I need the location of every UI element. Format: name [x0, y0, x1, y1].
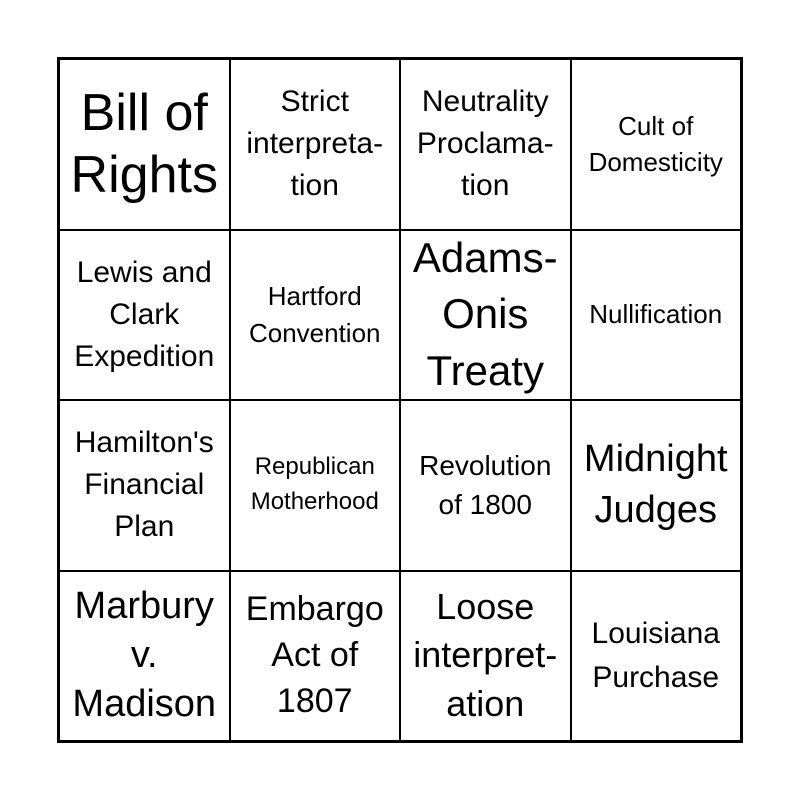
- bingo-cell[interactable]: Hamilton's Financial Plan: [59, 400, 230, 571]
- bingo-cell[interactable]: Nullification: [570, 229, 741, 400]
- bingo-cell[interactable]: Hartford Convention: [229, 229, 400, 400]
- bingo-cell[interactable]: Bill of Rights: [59, 59, 230, 230]
- bingo-cell[interactable]: Revolution of 1800: [400, 400, 571, 571]
- bingo-cell[interactable]: Lewis and Clark Expedition: [59, 229, 230, 400]
- bingo-cell[interactable]: Midnight Judges: [570, 400, 741, 571]
- bingo-cell[interactable]: Marbury v. Madison: [59, 570, 230, 741]
- bingo-cell[interactable]: Republican Motherhood: [229, 400, 400, 571]
- bingo-cell[interactable]: Loose interpret- ation: [400, 570, 571, 741]
- bingo-cell[interactable]: Embargo Act of 1807: [229, 570, 400, 741]
- bingo-cell[interactable]: Adams- Onis Treaty: [400, 229, 571, 400]
- bingo-cell[interactable]: Strict interpreta- tion: [229, 59, 400, 230]
- bingo-card: Bill of Rights Strict interpreta- tion N…: [57, 57, 743, 743]
- bingo-cell[interactable]: Cult of Domesticity: [570, 59, 741, 230]
- bingo-cell[interactable]: Louisiana Purchase: [570, 570, 741, 741]
- bingo-cell[interactable]: Neutrality Proclama- tion: [400, 59, 571, 230]
